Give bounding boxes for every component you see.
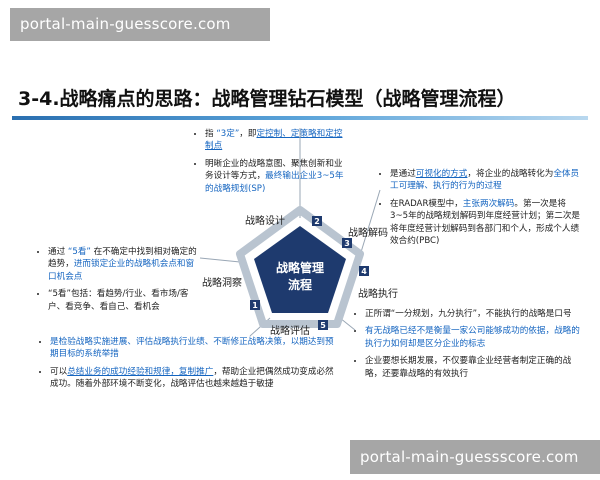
note-text: 企业要想长期发展，不仅要靠企业经营者制定正确的战略，还要靠战略的有效执行 [365, 356, 572, 379]
stage-label-insight: 战略洞察 [202, 276, 242, 289]
note-item: 正所谓“一分规划，九分执行”，不能执行的战略是口号 [365, 308, 585, 320]
center-pentagon [254, 226, 346, 313]
stage-number-box [250, 300, 260, 310]
note-strategy-evaluation: 是检验战略实施进展、评估战略执行业绩、不断修正战略决策，以期达到预期目标的系统举… [40, 336, 340, 396]
note-strategy-insight: 通过 “5看” 在不确定中找到相对确定的趋势，进而锁定企业的战略机会点和窗口机会… [38, 246, 198, 318]
stage-label-evaluation: 战略评估 [270, 324, 310, 337]
note-text: 是通过 [390, 169, 416, 179]
stage-label-execution: 战略执行 [358, 287, 398, 300]
note-highlight: 全体员工可理解、执行的行为的过程 [390, 169, 580, 192]
center-label-line1: 战略管理 [276, 260, 324, 275]
stage-number: 1 [252, 301, 258, 310]
note-item: 是检验战略实施进展、评估战略执行业绩、不断修正战略决策，以期达到预期目标的系统举… [50, 336, 340, 361]
note-text: 通过 [48, 247, 68, 257]
title-divider [12, 116, 588, 120]
note-text: ，即 [239, 129, 257, 139]
note-item: “5看”包括：看趋势/行业、看市场/客户、看竞争、看自己、看机会 [48, 288, 198, 313]
stage-label-design: 战略设计 [245, 214, 285, 227]
stage-number-box [342, 238, 352, 248]
note-highlight: “3定” [216, 129, 240, 139]
note-item: 企业要想长期发展，不仅要靠企业经营者制定正确的战略，还要靠战略的有效执行 [365, 355, 585, 380]
note-item: 通过 “5看” 在不确定中找到相对确定的趋势，进而锁定企业的战略机会点和窗口机会… [48, 246, 198, 283]
note-highlight: 定控制、定策略和定控制点 [205, 129, 343, 152]
stage-number: 3 [344, 239, 350, 248]
stage-number: 5 [320, 321, 326, 330]
note-text: 指 [205, 129, 217, 139]
note-text: 在不确定中找到相对确定的趋势， [48, 247, 197, 270]
connector-line [357, 189, 381, 263]
note-strategy-execution: 正所谓“一分规划，九分执行”，不能执行的战略是口号 有无战略已经不是衡量一家公司… [355, 308, 585, 385]
stage-number-box [359, 266, 369, 276]
note-text: 正所谓“一分规划，九分执行”，不能执行的战略是口号 [365, 309, 572, 319]
watermark-top: portal-main-guesscore.com [10, 8, 270, 41]
note-text: 在RADAR模型中， [390, 198, 463, 209]
note-item: 在RADAR模型中，主张两次解码。第一次是将3~5年的战略规划解码到年度经营计划… [390, 198, 580, 248]
note-strategy-decoding: 是通过可视化的方式，将企业的战略转化为全体员工可理解、执行的行为的过程 在RAD… [380, 168, 580, 253]
stage-number: 4 [361, 267, 367, 276]
note-item: 有无战略已经不是衡量一家公司能够成功的依据，战略的执行力如何却是区分企业的标志 [365, 325, 585, 350]
connector-line [199, 257, 241, 263]
page-title: 3-4.战略痛点的思路：战略管理钻石模型（战略管理流程） [18, 88, 516, 110]
watermark-bottom: portal-main-guessscore.com [350, 440, 600, 474]
note-item: 明晰企业的战略意图、聚焦创新和业务设计等方式，最终输出企业3~5年的战略规划(S… [205, 158, 345, 195]
note-highlight: 可视化的方式 [415, 169, 468, 179]
note-highlight: 总结业务的成功经验和规律，复制推广 [67, 366, 214, 377]
note-highlight: 进而锁定企业的战略机会点和窗口机会点 [48, 259, 195, 282]
note-text: 可以 [50, 366, 68, 377]
note-highlight: 有无战略已经不是衡量一家公司能够成功的依据，战略的执行力如何却是区分企业的标志 [365, 326, 580, 349]
note-item: 指 “3定”，即定控制、定策略和定控制点 [205, 128, 345, 153]
stage-number-box [318, 320, 328, 330]
note-text: ，将企业的战略转化为 [467, 169, 554, 179]
note-strategy-design: 指 “3定”，即定控制、定策略和定控制点 明晰企业的战略意图、聚焦创新和业务设计… [195, 128, 345, 200]
note-text: 。第一次是将3~5年的战略规划解码到年度经营计划；第二次是将年度经营计划解码到各… [390, 198, 581, 247]
stage-number-box [312, 216, 322, 226]
note-item: 是通过可视化的方式，将企业的战略转化为全体员工可理解、执行的行为的过程 [390, 168, 580, 193]
note-highlight: 是检验战略实施进展、评估战略执行业绩、不断修正战略决策，以期达到预期目标的系统举… [50, 337, 334, 360]
note-highlight: 主张两次解码 [462, 198, 515, 209]
note-highlight: 最终输出企业3~5年的战略规划(SP) [205, 171, 344, 194]
center-label-line2: 流程 [288, 277, 312, 292]
note-text: ，帮助企业把偶然成功变成必然成功。随着外部环境不断变化，战略评估也越来越趋于敏捷 [50, 366, 334, 390]
stage-label-decoding: 战略解码 [348, 226, 388, 239]
note-text: “5看”包括：看趋势/行业、看市场/客户、看竞争、看自己、看机会 [48, 289, 189, 312]
note-text: 明晰企业的战略意图、聚焦创新和业务设计等方式， [205, 158, 343, 182]
note-item: 可以总结业务的成功经验和规律，复制推广，帮助企业把偶然成功变成必然成功。随着外部… [50, 366, 340, 391]
note-highlight: “5看” [67, 247, 91, 257]
stage-number: 2 [314, 217, 320, 226]
